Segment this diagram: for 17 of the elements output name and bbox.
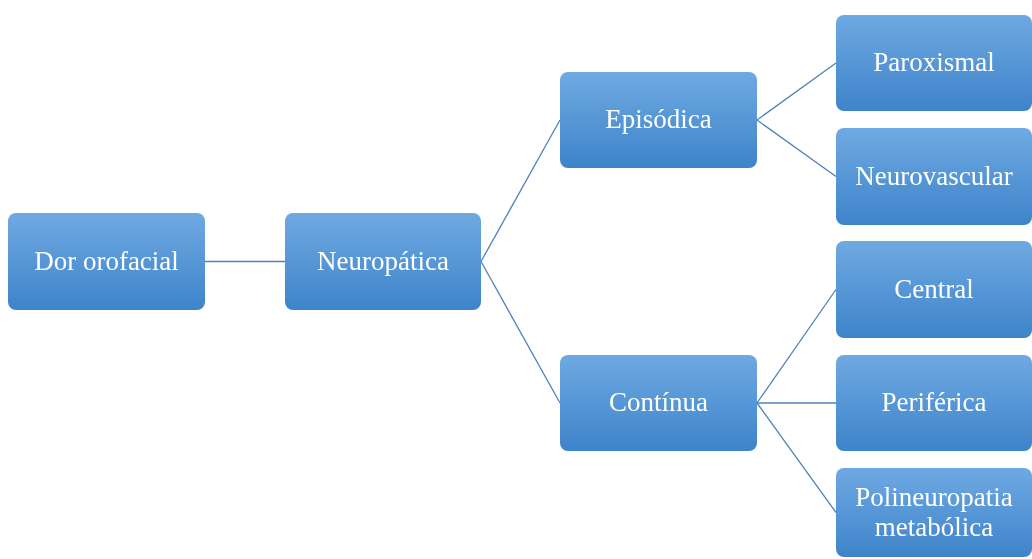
category-box: Neuropática [285,213,481,310]
category-box: Dor orofacial [8,213,205,310]
category-box: Episódica [560,72,757,168]
connector-line [756,119,837,178]
category-box: Paroxismal [836,15,1032,111]
connector-line [204,260,286,263]
category-box: Polineuropatia metabólica [836,468,1032,557]
connector-line [756,402,837,514]
connector-line [756,402,837,404]
category-box: Neurovascular [836,128,1032,225]
connector-line [756,288,837,404]
connector-line [480,260,561,404]
connector-line [756,62,837,121]
category-box: Central [836,241,1032,338]
category-box: Periférica [836,355,1032,451]
connector-line [480,119,561,263]
category-box: Contínua [560,355,757,451]
